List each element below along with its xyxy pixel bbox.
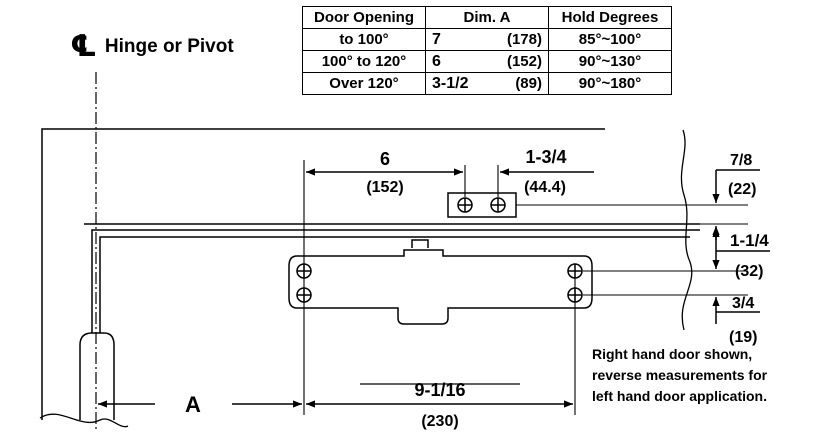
dim-9-1-16-inch: 9-1/16	[414, 380, 465, 400]
cell-dim: 7 (178)	[425, 28, 549, 51]
hinge-pivot	[79, 332, 115, 420]
cell-opening: Over 120°	[302, 72, 426, 95]
note-line: Right hand door shown,	[592, 346, 753, 362]
dim-3-4-mm: (19)	[729, 329, 757, 346]
cell-dim: 3-1/2 (89)	[425, 72, 549, 95]
hinge-label-text: Hinge or Pivot	[104, 36, 234, 57]
dim-1-1-4-mm: (32)	[735, 263, 763, 280]
dim-mm: (152)	[506, 52, 542, 70]
cell-dim: 6 (152)	[425, 50, 549, 73]
cell-hold: 90°~180°	[548, 72, 672, 95]
header-door-opening: Door Opening	[302, 6, 426, 29]
extension-lines	[303, 160, 748, 415]
dimension-table: Door Opening Dim. A Hold Degrees to 100°…	[302, 6, 672, 95]
centerline-icon: ℄	[70, 29, 97, 64]
table-row: Over 120° 3-1/2 (89) 90°~180°	[302, 72, 672, 95]
door-frame	[41, 128, 700, 420]
dim-1-1-4-inch: 1-1/4	[730, 231, 769, 250]
dim-1-3-4-inch: 1-3/4	[525, 147, 566, 167]
hinge-label: ℄ Hinge or Pivot	[70, 32, 234, 62]
dim-9-1-16-mm: (230)	[421, 413, 458, 430]
arm-bracket	[447, 192, 517, 218]
dim-7-8-mm: (22)	[728, 181, 756, 198]
note: Right hand door shown, reverse measureme…	[592, 344, 767, 407]
note-line: left hand door application.	[592, 388, 767, 404]
dim-inch: 7	[432, 30, 441, 48]
dimension-labels: 6 (152) 1-3/4 (44.4) 7/8 (22) 1-1/4 (32)…	[185, 147, 769, 430]
dimension-lines	[98, 168, 770, 408]
dim-1-3-4-mm: (44.4)	[524, 179, 566, 196]
closer-body	[288, 239, 593, 325]
dim-7-8-inch: 7/8	[730, 152, 752, 169]
dim-inch: 6	[432, 52, 441, 70]
dim-a-label: A	[185, 392, 201, 417]
dim-inch: 3-1/2	[432, 74, 469, 92]
dim-mm: (178)	[506, 30, 542, 48]
note-line: reverse measurements for	[592, 367, 768, 383]
dim-6-mm: (152)	[366, 179, 403, 196]
dim-6-inch: 6	[380, 149, 390, 169]
dim-mm: (89)	[515, 74, 542, 92]
dim-3-4-inch: 3/4	[732, 295, 754, 312]
